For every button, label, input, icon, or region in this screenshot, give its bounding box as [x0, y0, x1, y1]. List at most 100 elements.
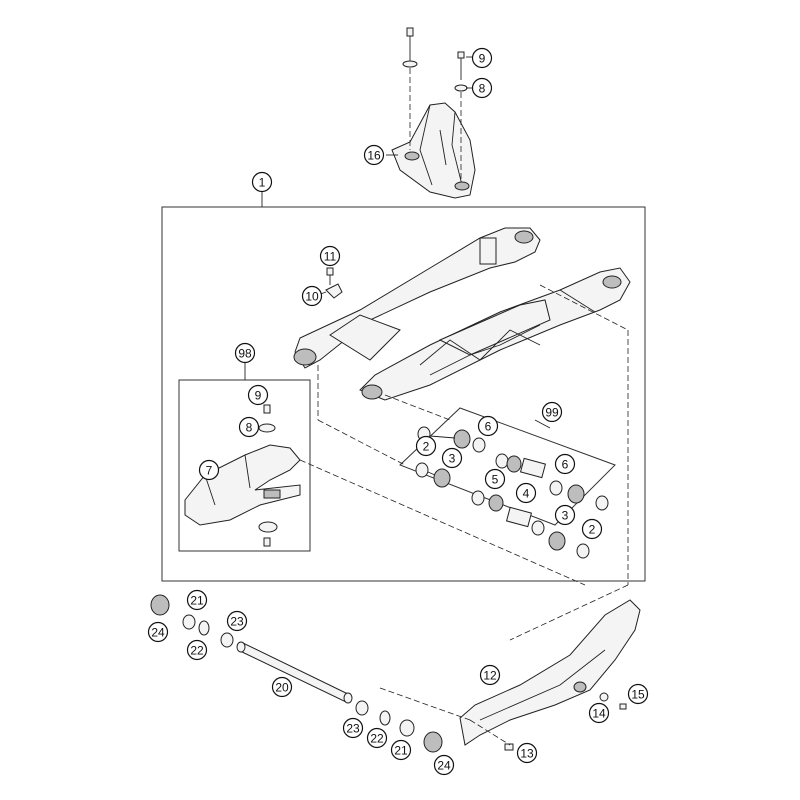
callout-c-9-top: 9	[471, 47, 493, 69]
callout-label: 24	[151, 626, 165, 640]
callout-circle	[238, 416, 260, 438]
callout-label: 9	[255, 389, 262, 403]
callout-c-14: 14	[588, 702, 610, 724]
callout-circle	[226, 610, 248, 632]
callout-c-8-kit: 8	[238, 416, 260, 438]
callout-c-2-a: 2	[415, 435, 437, 457]
callout-circle	[479, 664, 501, 686]
chain-guard-12	[379, 599, 641, 751]
callout-circle	[301, 285, 323, 307]
callout-circle	[342, 717, 364, 739]
callout-label: 16	[367, 149, 381, 163]
dash-to-kit99	[317, 419, 406, 466]
callout-c-3-b: 3	[554, 504, 576, 526]
callout-circle	[433, 754, 455, 776]
callout-circle	[627, 683, 649, 705]
callout-c-2-b: 2	[581, 518, 603, 540]
callout-label: 15	[631, 688, 645, 702]
bearing-kit-99	[415, 426, 609, 559]
axle-20	[236, 641, 353, 704]
callout-c-22-b: 22	[366, 727, 388, 749]
dash-slider	[299, 459, 586, 586]
callout-circle	[554, 453, 576, 475]
callout-label: 5	[492, 473, 499, 487]
callout-label: 8	[479, 82, 486, 96]
callout-label: 10	[305, 290, 319, 304]
swingarm	[293, 227, 631, 401]
callout-c-8-top: 8	[471, 77, 493, 99]
callout-circle	[186, 589, 208, 611]
callout-label: 8	[246, 421, 253, 435]
callout-label: 12	[483, 669, 497, 683]
leader-99	[534, 419, 551, 429]
callout-c-22-a: 22	[186, 639, 208, 661]
callout-circle	[363, 144, 385, 166]
callout-circle	[247, 384, 269, 406]
dash-pivot	[384, 394, 451, 421]
callout-label: 21	[190, 594, 204, 608]
callout-c-23-b: 23	[342, 717, 364, 739]
callout-circle	[390, 739, 412, 761]
callout-label: 1	[259, 176, 266, 190]
callout-label: 2	[423, 440, 430, 454]
callout-circle	[515, 482, 537, 504]
chain-slider-7	[184, 404, 586, 586]
callout-c-13: 13	[516, 742, 538, 764]
callout-c-10: 10	[301, 285, 323, 307]
callout-circle	[588, 702, 610, 724]
callout-circle	[441, 447, 463, 469]
left-hardware	[150, 594, 234, 648]
callout-label: 6	[562, 458, 569, 472]
callout-label: 3	[562, 509, 569, 523]
callout-c-12: 12	[479, 664, 501, 686]
callout-label: 4	[523, 487, 530, 501]
callout-label: 98	[238, 347, 252, 361]
callout-c-1: 1	[251, 171, 273, 193]
callout-circle	[319, 245, 341, 267]
right-hardware	[355, 700, 443, 753]
callout-circle	[415, 435, 437, 457]
assembly-frame-1	[161, 206, 646, 582]
callout-label: 99	[545, 406, 559, 420]
callout-label: 22	[370, 732, 384, 746]
chain-guide-16	[391, 102, 476, 199]
callout-label: 3	[449, 452, 456, 466]
callout-label: 23	[346, 722, 360, 736]
callout-c-11: 11	[319, 245, 341, 267]
callout-c-21-b: 21	[390, 739, 412, 761]
callout-c-9-kit: 9	[247, 384, 269, 406]
callout-label: 23	[230, 615, 244, 629]
callout-label: 24	[437, 759, 451, 773]
callout-c-4: 4	[515, 482, 537, 504]
callout-c-6-a: 6	[477, 415, 499, 437]
callout-c-16: 16	[363, 144, 385, 166]
callout-layer: 9816111109898799263564322124232220121514…	[147, 47, 649, 776]
callout-c-24-a: 24	[147, 621, 169, 643]
callout-c-24-b: 24	[433, 754, 455, 776]
callout-circle	[554, 504, 576, 526]
callout-circle	[471, 47, 493, 69]
bolt-top-left	[402, 27, 418, 150]
callout-label: 13	[520, 747, 534, 761]
kit-frame-98	[178, 379, 311, 552]
callout-circle	[198, 459, 220, 481]
callout-label: 9	[479, 52, 486, 66]
dash-right	[539, 284, 629, 331]
callout-label: 11	[324, 250, 337, 264]
callout-circle	[516, 742, 538, 764]
callout-c-21-a: 21	[186, 589, 208, 611]
callout-label: 21	[394, 744, 408, 758]
callout-circle	[186, 639, 208, 661]
callout-label: 7	[206, 464, 213, 478]
callout-label: 14	[592, 707, 606, 721]
callout-c-3-a: 3	[441, 447, 463, 469]
callout-circle	[581, 518, 603, 540]
callout-c-15: 15	[627, 683, 649, 705]
clip-10-11	[325, 267, 343, 299]
callout-circle	[471, 77, 493, 99]
callout-circle	[234, 342, 256, 364]
callout-c-23-a: 23	[226, 610, 248, 632]
callout-circle	[147, 621, 169, 643]
